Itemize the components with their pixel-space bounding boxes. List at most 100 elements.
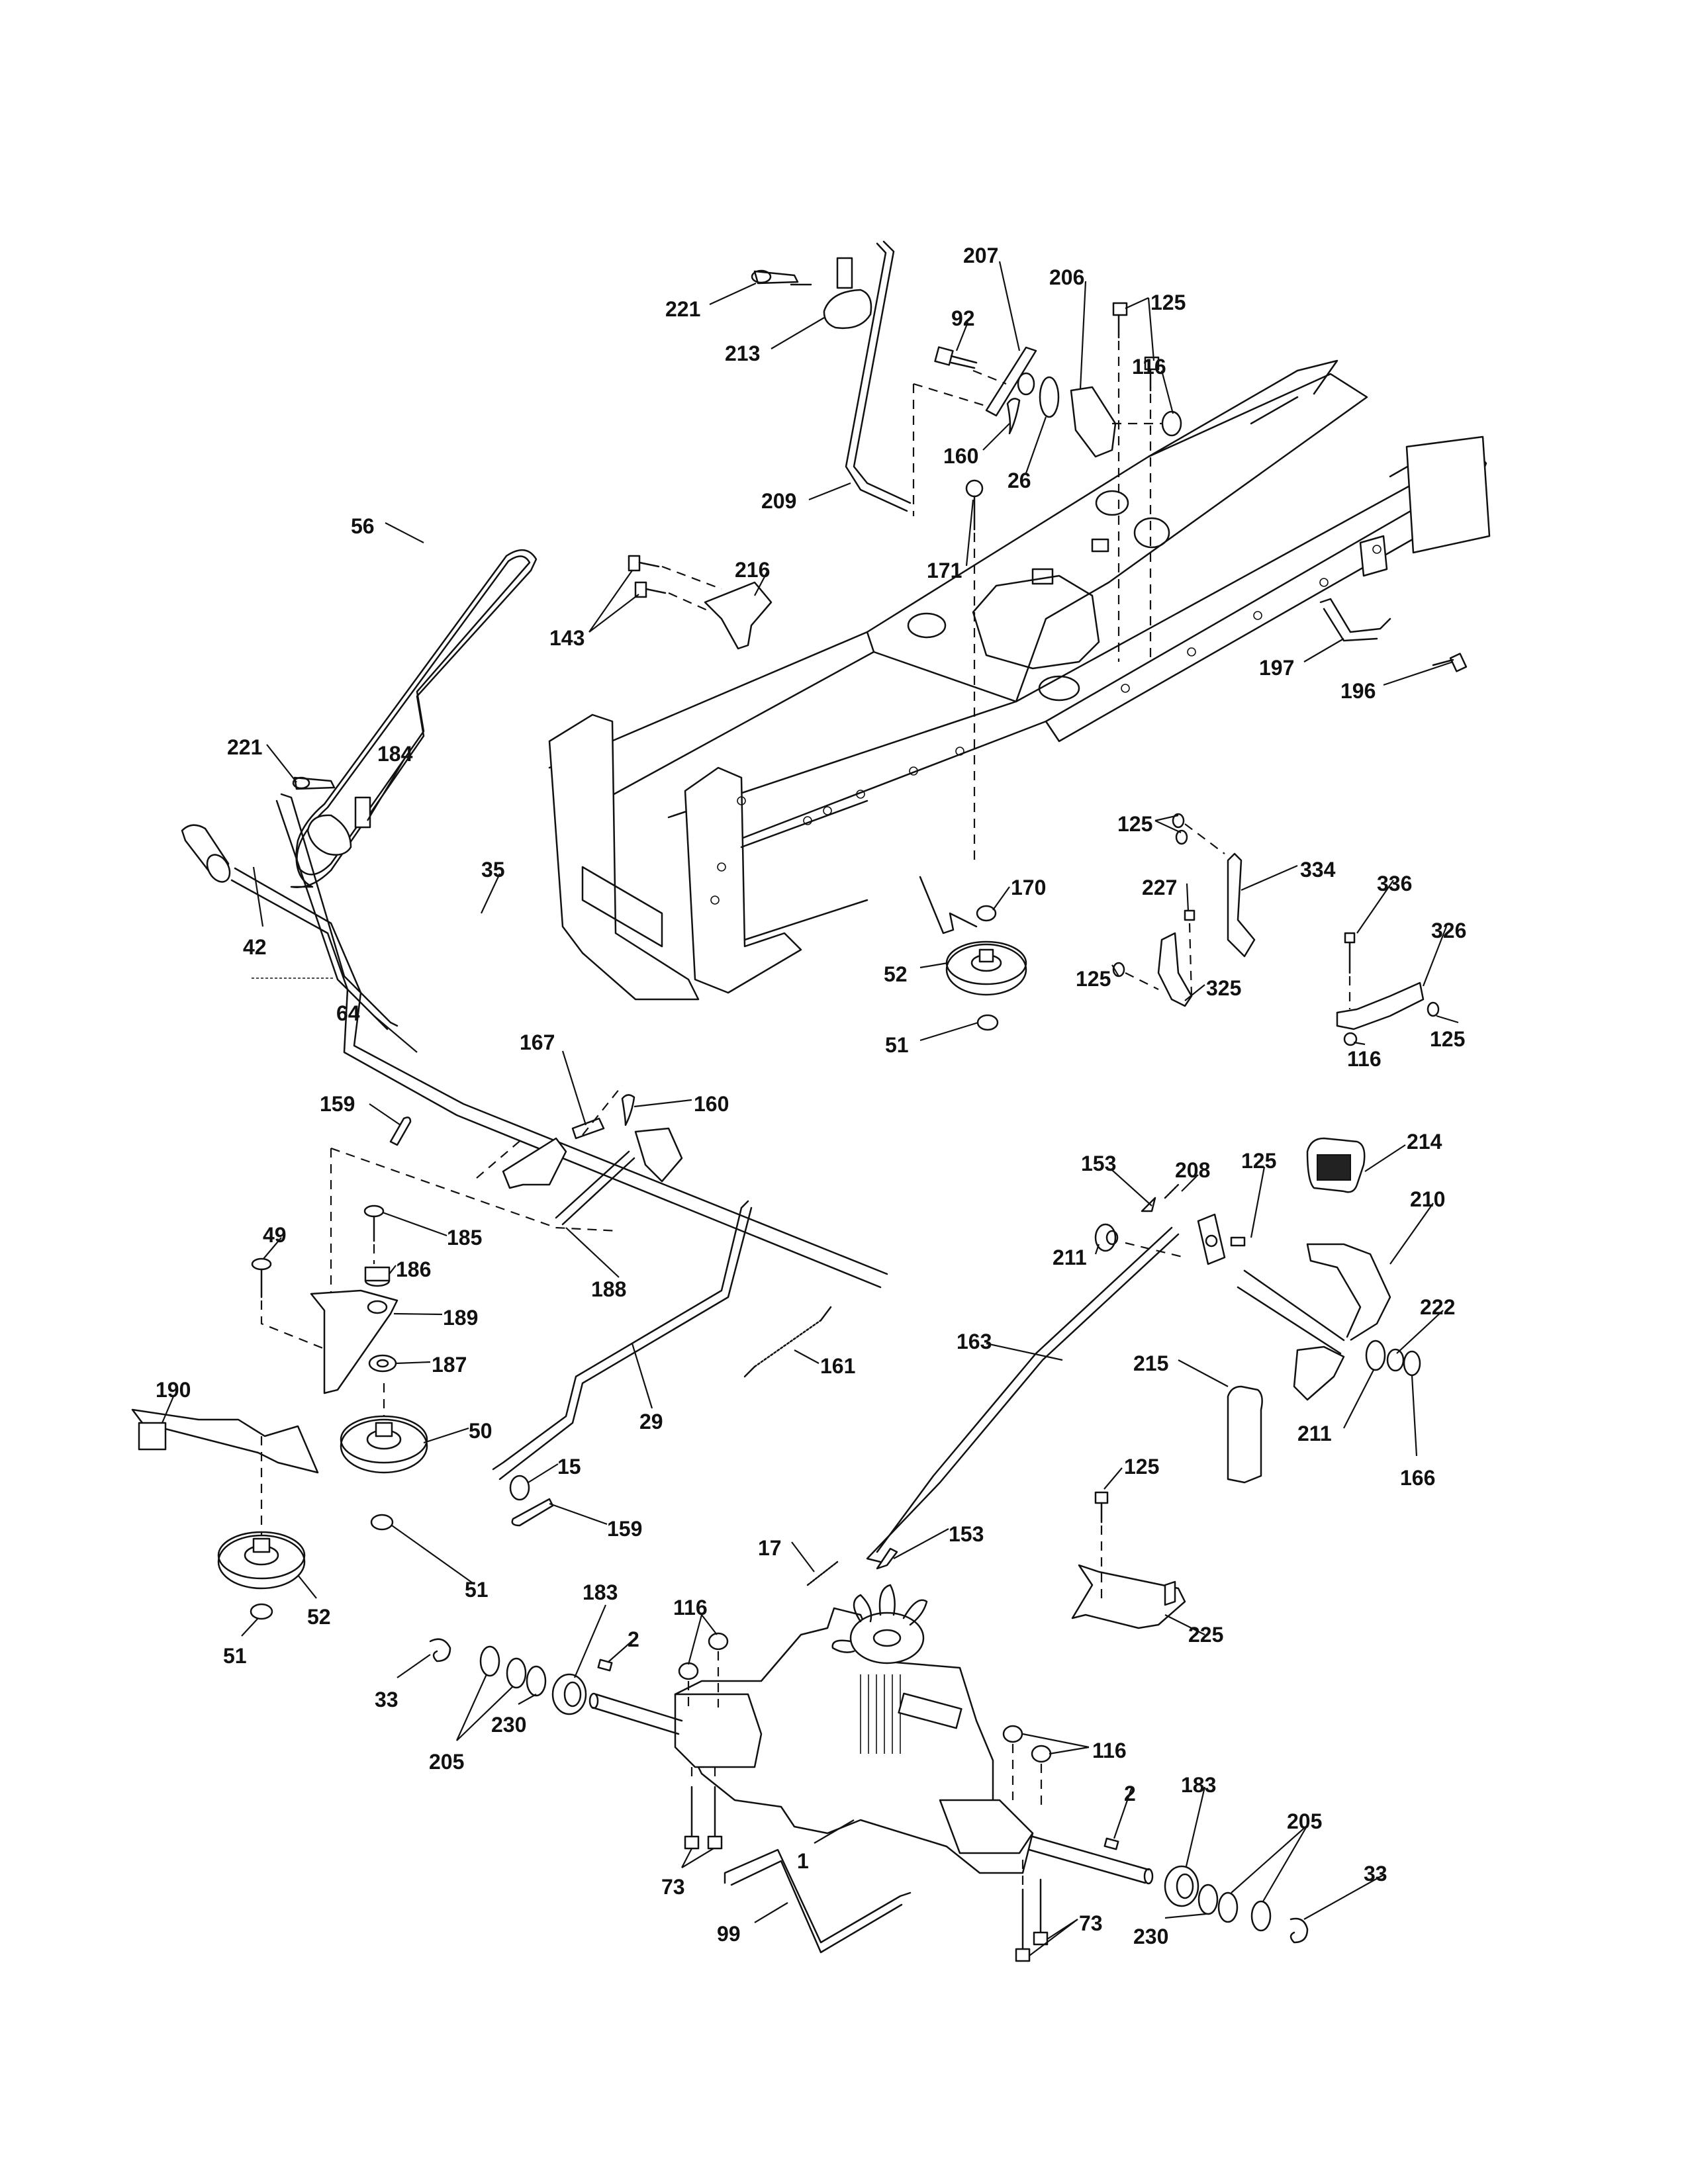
callout-189: 189	[443, 1306, 478, 1330]
callout-185: 185	[447, 1226, 482, 1250]
bolt-185	[363, 1205, 385, 1264]
bracket-190	[131, 1408, 319, 1474]
callout-33: 33	[1364, 1862, 1387, 1886]
callout-190: 190	[156, 1378, 191, 1402]
callout-26: 26	[1008, 469, 1031, 492]
callout-188: 188	[591, 1277, 626, 1301]
bolts-73a	[684, 1767, 723, 1850]
nuts-116c	[678, 1632, 729, 1707]
callout-214: 214	[1407, 1130, 1442, 1154]
pulley-52b	[217, 1531, 306, 1590]
bolts-143	[628, 555, 722, 614]
callout-196: 196	[1340, 679, 1376, 703]
pulley-50	[340, 1415, 428, 1474]
drive-belt-56	[290, 549, 538, 888]
callout-336: 336	[1377, 872, 1412, 895]
rod-197	[1319, 598, 1391, 642]
bracket-326	[1336, 932, 1440, 1046]
callout-52: 52	[307, 1605, 331, 1629]
callout-153: 153	[949, 1522, 984, 1546]
callout-215: 215	[1133, 1351, 1168, 1375]
clip-160a	[1006, 398, 1021, 435]
callout-163: 163	[957, 1330, 992, 1353]
clip-153b	[876, 1547, 898, 1570]
callout-153: 153	[1081, 1152, 1116, 1175]
plate-189	[310, 1289, 399, 1394]
bracket-225	[1071, 1491, 1186, 1629]
callout-227: 227	[1142, 876, 1177, 899]
callout-1: 1	[797, 1849, 809, 1873]
washer-230a	[526, 1665, 547, 1697]
washer-166	[1403, 1350, 1421, 1377]
rod-99	[724, 1848, 912, 1954]
callout-2: 2	[628, 1627, 639, 1651]
callout-221: 221	[665, 297, 700, 321]
callout-207: 207	[963, 244, 998, 267]
callout-216: 216	[735, 558, 770, 582]
callout-205: 205	[1287, 1809, 1322, 1833]
callout-210: 210	[1410, 1187, 1445, 1211]
callout-125: 125	[1076, 967, 1111, 991]
callout-221: 221	[227, 735, 262, 759]
plate-206	[1070, 386, 1117, 458]
ring-26	[1039, 376, 1060, 418]
grip-42	[181, 824, 231, 883]
guide-line	[1125, 1242, 1186, 1259]
callout-183: 183	[583, 1580, 618, 1604]
callout-50: 50	[469, 1419, 492, 1443]
rod-170	[919, 876, 997, 934]
callout-33: 33	[375, 1688, 399, 1711]
pedal-pad-215	[1227, 1385, 1263, 1484]
washer-15	[509, 1475, 530, 1501]
guide-line	[330, 1147, 620, 1232]
rod-188	[555, 1150, 635, 1226]
callout-116: 116	[1132, 355, 1166, 379]
callout-159: 159	[320, 1092, 355, 1116]
callout-211: 211	[1297, 1422, 1332, 1445]
callout-159: 159	[607, 1517, 642, 1541]
shaft-64	[230, 867, 888, 1289]
callout-125: 125	[1150, 291, 1186, 314]
callout-222: 222	[1420, 1295, 1455, 1319]
lever-bracket	[502, 1127, 683, 1189]
callout-73: 73	[661, 1875, 685, 1899]
cooling-fins	[860, 1674, 901, 1754]
link-207	[985, 346, 1037, 417]
washer-205b2	[1250, 1900, 1272, 1932]
callout-29: 29	[639, 1410, 663, 1433]
leader-lines	[161, 261, 1459, 1956]
washer-222	[1386, 1348, 1405, 1372]
clip-160b	[621, 1094, 635, 1126]
bolt-92	[934, 346, 978, 369]
knob-184	[306, 796, 371, 856]
callout-116: 116	[1347, 1047, 1382, 1071]
callout-51: 51	[885, 1033, 909, 1057]
bracket-208-assembly	[1141, 1183, 1246, 1265]
callout-187: 187	[432, 1353, 467, 1377]
callout-99: 99	[717, 1922, 741, 1946]
nut-116-top	[1161, 410, 1182, 437]
callout-171: 171	[927, 559, 962, 582]
axle-shaft-right	[1028, 1835, 1154, 1885]
callout-56: 56	[351, 514, 375, 538]
callout-116: 116	[1092, 1739, 1127, 1762]
callout-325: 325	[1206, 976, 1241, 1000]
callout-166: 166	[1400, 1466, 1435, 1490]
callout-167: 167	[520, 1030, 555, 1054]
callout-labels: 221 213 207 92 206 125 116 160 26 209 56…	[156, 244, 1466, 1948]
nut-51b	[370, 1514, 394, 1531]
callout-125: 125	[1117, 812, 1152, 836]
bracket-334	[1227, 852, 1256, 958]
hairpin-clip-221	[751, 269, 812, 286]
callout-161: 161	[820, 1354, 855, 1378]
washer-205b1	[1217, 1891, 1239, 1923]
bolt-125-top	[1112, 302, 1160, 392]
callout-64: 64	[336, 1001, 360, 1025]
e-clip-33a	[429, 1638, 451, 1662]
chassis-frame	[548, 359, 1491, 1001]
callout-184: 184	[377, 742, 413, 766]
bushing-186	[364, 1266, 391, 1287]
callout-49: 49	[263, 1223, 287, 1247]
bolt-49	[251, 1257, 345, 1358]
